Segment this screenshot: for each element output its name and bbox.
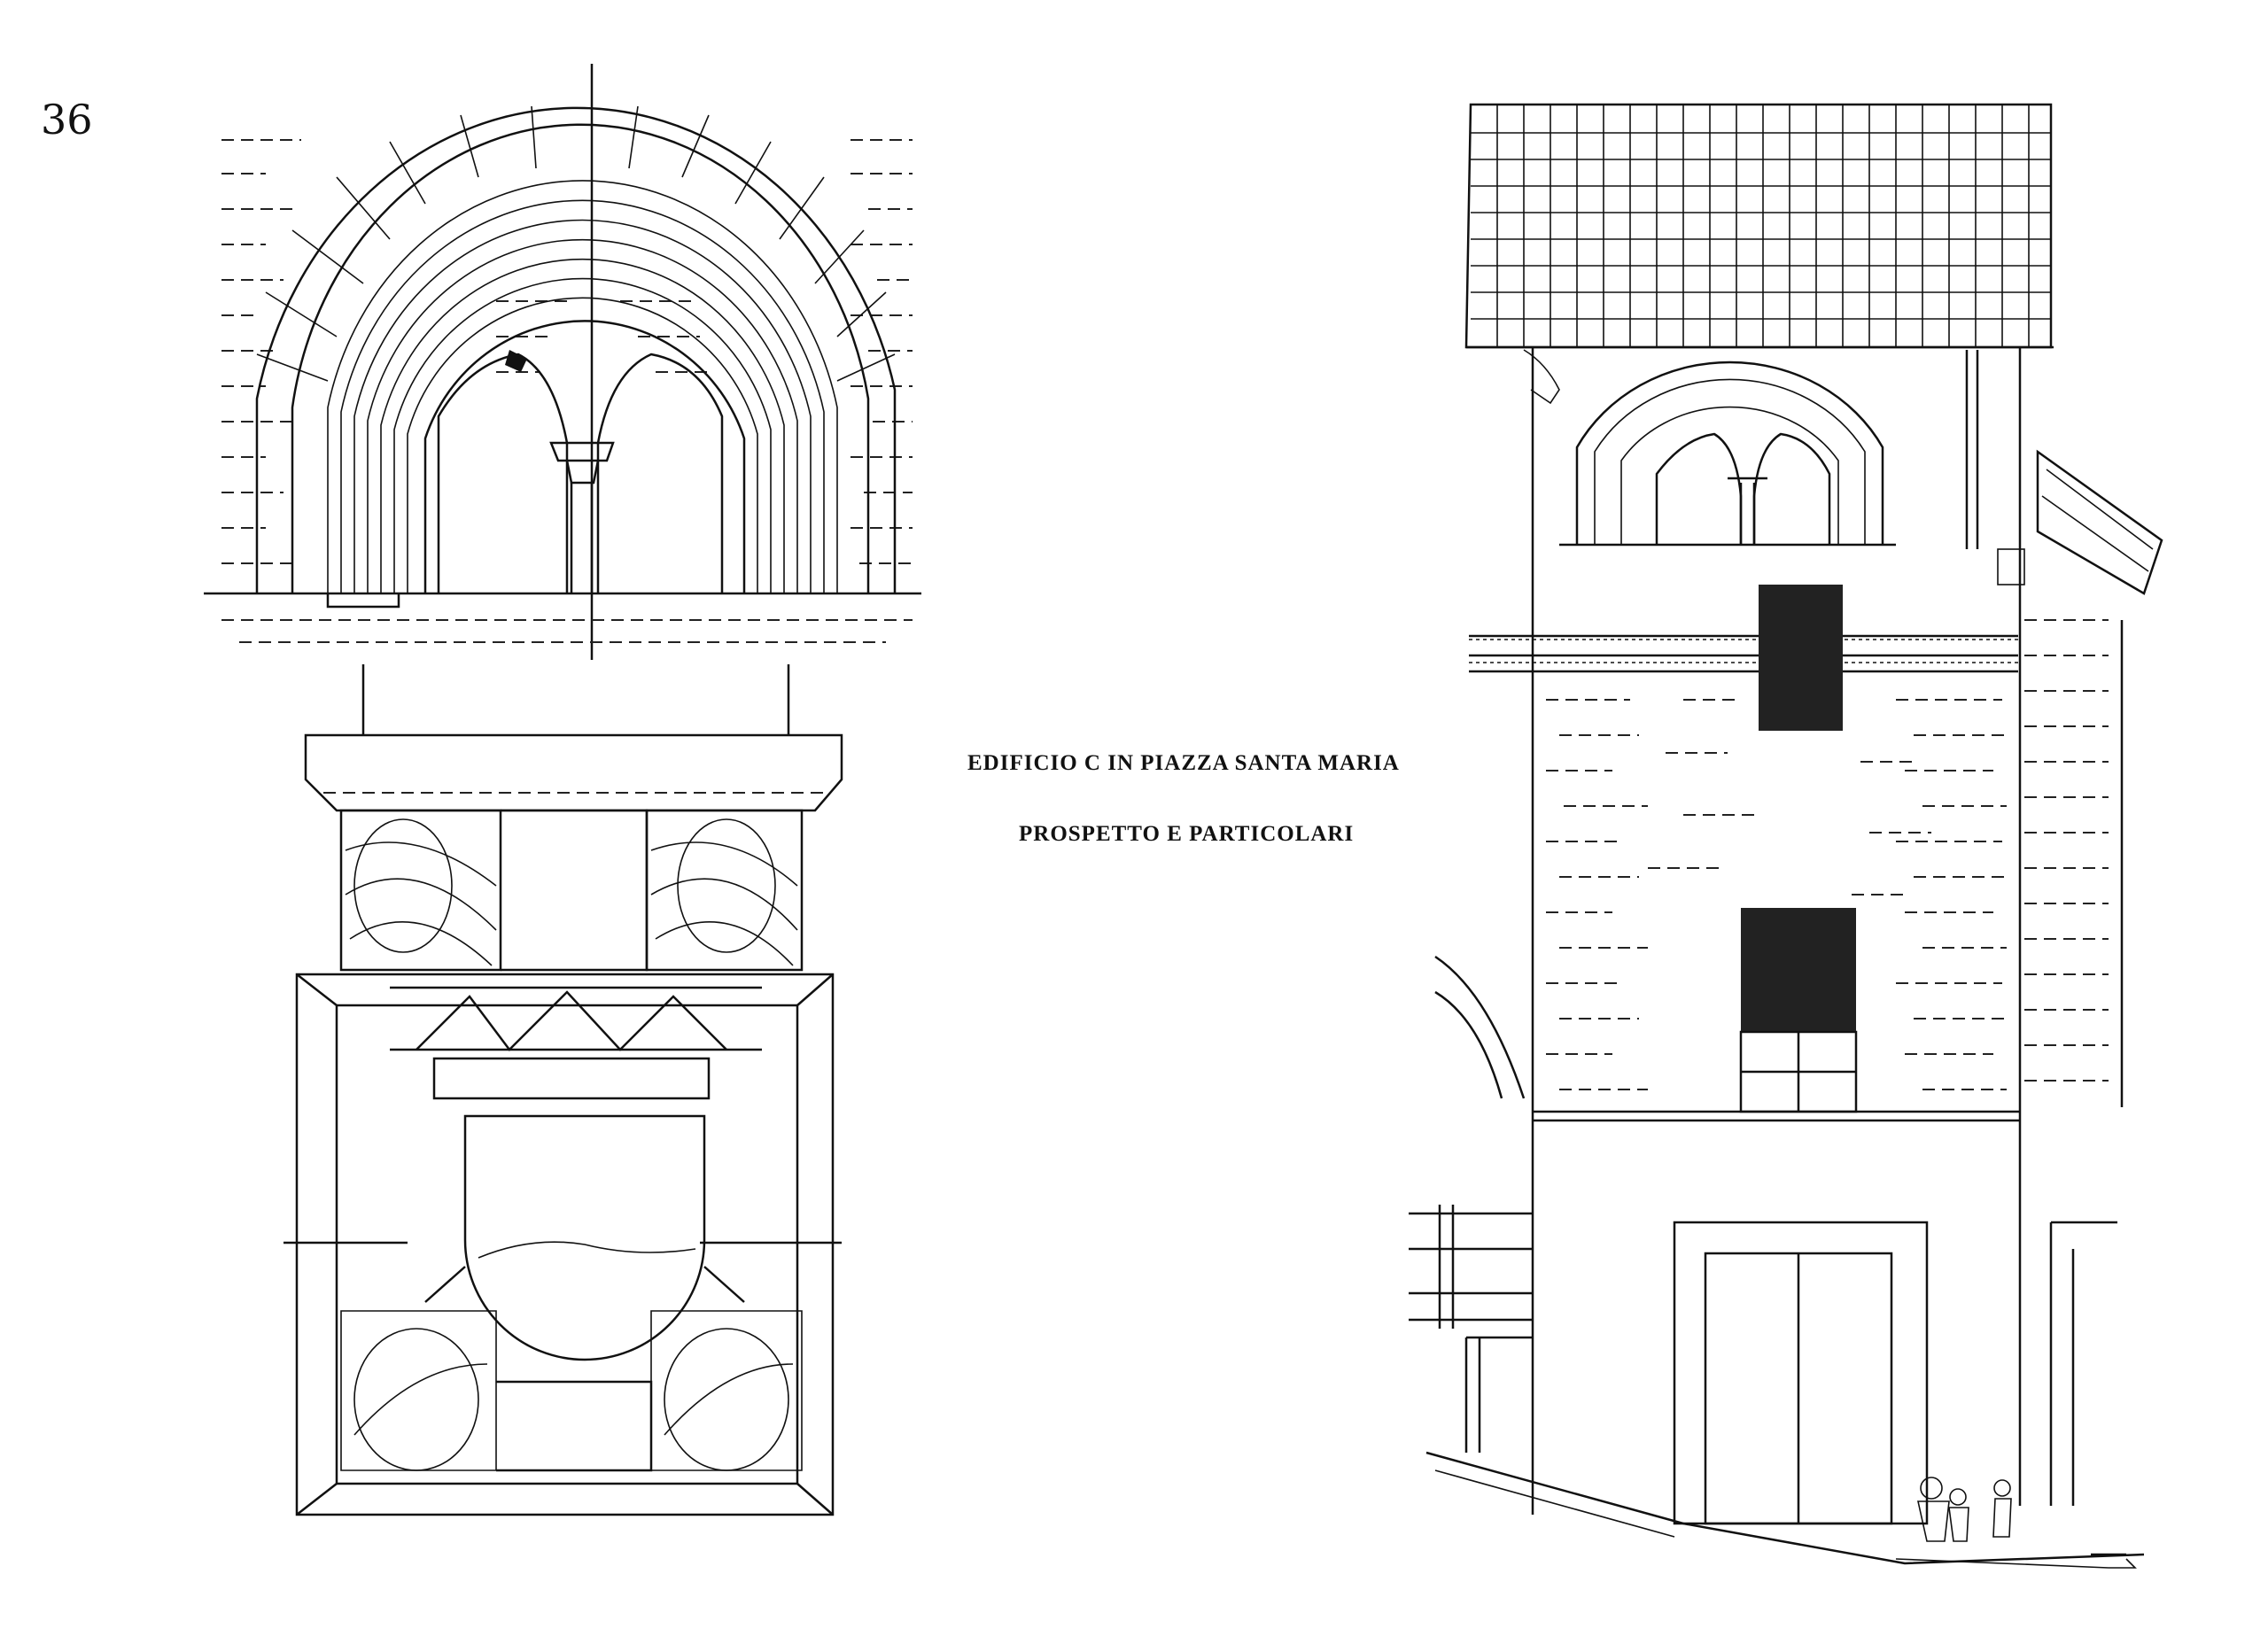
building-elevation [1409, 103, 2163, 1569]
drawing-title: EDIFICIO C IN PIAZZA SANTA MARIA [967, 751, 1400, 775]
page-number: 36 [41, 96, 93, 143]
capital-plan-detail [284, 664, 843, 1516]
drawing-subtitle: PROSPETTO E PARTICOLARI [1019, 822, 1355, 846]
bifora-window-detail [204, 64, 921, 660]
